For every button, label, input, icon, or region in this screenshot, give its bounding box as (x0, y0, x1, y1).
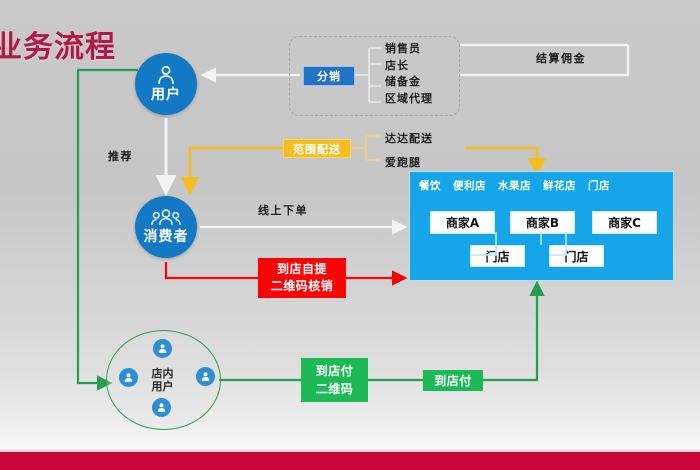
bottom-bar-highlight (0, 449, 700, 452)
distribution-box[interactable]: 分销 (303, 66, 355, 86)
pay-qr-line2: 二维码 (315, 382, 354, 396)
pay-qr-line1: 到店付 (315, 364, 354, 378)
merchant-category-convenience: 便利店 (453, 180, 486, 192)
merchant-box-c[interactable]: 商家C (592, 211, 657, 234)
merchant-category-catering: 餐饮 (419, 180, 441, 192)
label-recommend: 推荐 (108, 150, 133, 163)
single-user-icon (158, 65, 174, 85)
merchant-category-fruit: 水果店 (498, 180, 531, 192)
delivery-item-list: 达达配送 爱跑腿 (385, 127, 465, 175)
node-instore-users-label: 店内 用户 (115, 367, 210, 393)
node-consumer[interactable]: 消费者 (135, 196, 197, 258)
instore-label-line1: 店内 (151, 367, 174, 380)
pickup-voucher-box[interactable]: 到店自提 二维码核销 (258, 258, 346, 298)
delivery-item-aipaotui: 爱跑腿 (385, 156, 421, 169)
label-online-order: 线上下单 (258, 204, 308, 217)
distribution-item-regional-agent: 区域代理 (385, 91, 433, 105)
merchant-box-a[interactable]: 商家A (430, 211, 495, 234)
user-avatar-icon (119, 368, 138, 387)
delivery-scope-box[interactable]: 范围配送 (283, 139, 351, 158)
node-user-label: 用户 (151, 87, 181, 103)
user-avatar-icon (153, 339, 172, 358)
delivery-item-dada: 达达配送 (385, 132, 433, 145)
distribution-item-salesperson: 销售员 (385, 42, 421, 55)
pickup-line2: 二维码核销 (270, 279, 334, 293)
user-avatar-icon (152, 398, 171, 417)
node-user[interactable]: 用户 (135, 53, 197, 115)
distribution-item-list: 销售员 店长 储备金 区域代理 (385, 41, 457, 107)
merchant-category-list: 餐饮 便利店 水果店 鲜花店 门店 (419, 178, 667, 193)
node-consumer-label: 消费者 (143, 229, 189, 245)
pickup-line1: 到店自提 (276, 262, 327, 276)
user-group-icon (151, 209, 181, 226)
pay-box[interactable]: 到店付 (423, 370, 483, 391)
user-avatar-icon (196, 367, 215, 386)
instore-label-line2: 用户 (151, 380, 174, 393)
distribution-item-reserve-fund: 储备金 (385, 75, 421, 88)
page-title: 业务流程 (0, 30, 116, 65)
distribution-container (289, 36, 460, 116)
merchant-box-b[interactable]: 商家B (510, 211, 575, 234)
pay-qr-box[interactable]: 到店付 二维码 (301, 358, 368, 402)
bottom-bar (0, 452, 700, 470)
distribution-item-store-manager: 店长 (385, 58, 409, 72)
label-commission: 结算佣金 (536, 52, 586, 65)
store-box-2[interactable]: 门店 (549, 245, 604, 267)
merchant-category-store: 门店 (588, 180, 610, 192)
store-box-1[interactable]: 门店 (470, 245, 525, 267)
merchant-category-flower: 鲜花店 (543, 180, 576, 192)
